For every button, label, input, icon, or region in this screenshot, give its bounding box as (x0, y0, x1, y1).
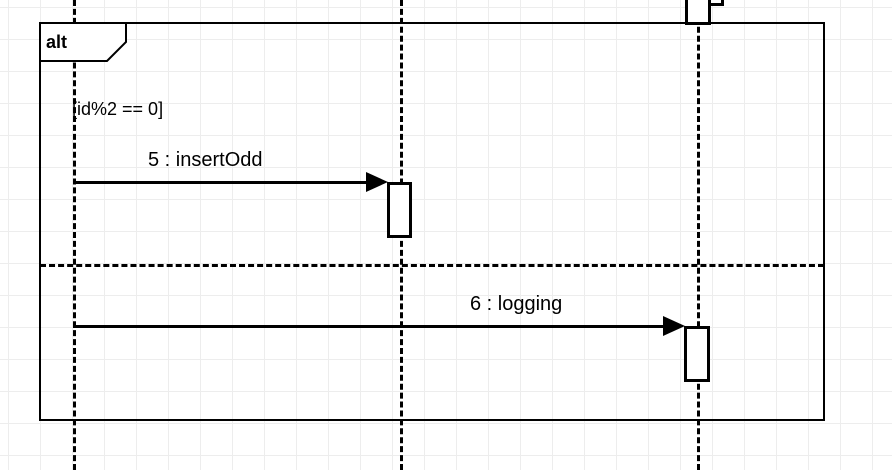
lifeline-1 (73, 0, 76, 470)
activation-logging[interactable] (684, 326, 710, 382)
message-label-insertOdd: 5 : insertOdd (148, 149, 263, 171)
message-arrowhead-insertOdd (366, 172, 388, 192)
message-label-logging: 6 : logging (470, 293, 563, 315)
alt-operand-divider (40, 264, 824, 267)
activation-insertOdd[interactable] (387, 182, 412, 238)
message-arrowhead-logging (663, 316, 685, 336)
lifeline-3 (697, 0, 700, 470)
message-line-insertOdd[interactable] (73, 181, 373, 184)
alt-fragment-frame[interactable] (39, 22, 825, 421)
alt-operator-label: alt (46, 32, 68, 52)
message-line-logging[interactable] (73, 325, 670, 328)
guard-condition-1: [id%2 == 0] (72, 99, 164, 119)
alt-operator-tab (39, 22, 127, 62)
